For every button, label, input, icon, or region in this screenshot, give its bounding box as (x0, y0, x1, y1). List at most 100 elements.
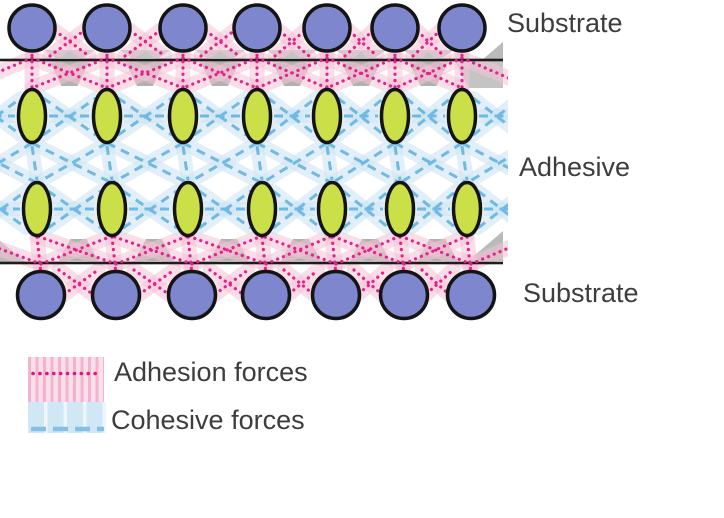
adhesion-force-line (181, 56, 259, 90)
adhesion-force-line (132, 268, 176, 300)
adhesion-force-line (39, 234, 114, 266)
adhesive-molecule-row1 (241, 87, 273, 145)
force-glow-layer (0, 19, 508, 306)
adhesive-molecule-row1 (167, 87, 199, 145)
cohesive-force-line (337, 96, 385, 137)
adhesive-molecule-row2 (21, 180, 53, 238)
substrate-molecule-bottom (90, 269, 142, 321)
substrate-molecule-top (7, 3, 57, 53)
adhesion-force-line (330, 234, 406, 266)
adhesion-force-line (57, 268, 100, 300)
cohesive-force-line (399, 141, 463, 185)
label-substrate-top: Substrate (507, 8, 623, 38)
cohesive-force-line (267, 96, 317, 137)
cohesive-force-line (111, 141, 184, 185)
adhesion-force-line (114, 234, 190, 266)
cohesive-force-glow (0, 155, 44, 190)
cohesive-force-line (0, 96, 22, 116)
substrate-molecule-bottom (15, 269, 67, 321)
adhesion-force-line (30, 56, 109, 90)
cohesive-force-line (117, 96, 173, 137)
cohesive-force-line (0, 117, 22, 137)
cohesive-force-line (42, 96, 97, 137)
cohesive-force-line (394, 141, 468, 185)
cohesive-force-line (405, 96, 452, 137)
substrate-molecule-top (232, 3, 282, 53)
adhesive-molecule-row2 (451, 180, 483, 238)
label-substrate-bottom: Substrate (523, 278, 639, 308)
cohesive-force-line (105, 145, 114, 181)
adhesion-force-line (35, 234, 118, 266)
cohesive-force-line (30, 145, 39, 181)
adhesion-force-line (105, 56, 185, 90)
adhesion-force-line (255, 56, 329, 90)
adhesion-force-line (352, 268, 388, 300)
adhesion-force-line (0, 56, 34, 74)
cohesive-force-line (393, 145, 402, 181)
adhesion-force-line (393, 56, 464, 90)
adhesion-force-line (334, 234, 402, 266)
adhesion-force-line (186, 235, 194, 276)
adhesion-force-line (123, 25, 167, 58)
adhesive-molecule-row2 (384, 180, 416, 238)
substrate-molecule-top (437, 3, 487, 53)
substrate-molecule-bottom (378, 269, 430, 321)
cohesive-force-line (193, 96, 247, 137)
cohesive-force-line (0, 189, 27, 213)
cohesive-force-line (272, 189, 322, 230)
adhesive-molecule-row1 (311, 87, 343, 145)
cohesive-force-line (410, 189, 457, 230)
substrate-molecule-top (82, 3, 132, 53)
cohesive-force-line (181, 145, 190, 181)
substrate-surface-line-bottom (0, 261, 503, 265)
cohesive-force-line (187, 141, 258, 185)
substrate-molecule-top (158, 3, 208, 53)
force-lines-layer (0, 25, 508, 300)
adhesive-molecule-row2 (96, 180, 128, 238)
adhesion-force-line (105, 56, 185, 90)
adhesion-force-line (35, 235, 43, 276)
cohesive-force-line (460, 145, 469, 181)
adhesion-force-line (402, 234, 469, 266)
cohesive-force-line (410, 189, 457, 230)
adhesive-molecule-row2 (316, 180, 348, 238)
substrate-molecule-bottom (310, 269, 362, 321)
adhesion-force-line (110, 234, 194, 266)
adhesion-force-line (398, 235, 406, 276)
cohesive-force-line (272, 189, 322, 230)
cohesive-force-line (325, 145, 334, 181)
substrate-gray-patch (482, 42, 503, 60)
adhesive-molecule-row1 (446, 87, 478, 145)
adhesive-molecule-row1 (379, 87, 411, 145)
adhesion-force-line (343, 25, 379, 58)
cohesive-force-line (47, 189, 102, 230)
adhesion-force-line (264, 234, 334, 266)
cohesive-force-line (466, 156, 508, 185)
adhesion-force-line (325, 56, 397, 90)
adhesion-force-line (465, 235, 473, 276)
cohesive-force-line (342, 189, 390, 230)
adhesion-force-line (48, 25, 91, 58)
adhesion-force-line (469, 246, 508, 266)
adhesion-force-line (0, 247, 43, 266)
cohesive-force-line (267, 96, 317, 137)
adhesion-force-line (181, 56, 259, 90)
cohesive-force-line (342, 189, 390, 230)
adhesion-force-line (30, 56, 109, 90)
adhesion-force-line (411, 25, 446, 58)
substrate-molecule-bottom (445, 269, 497, 321)
adhesive-molecule-row2 (246, 180, 278, 238)
cohesive-force-line (122, 189, 178, 230)
adhesion-force-line (199, 25, 241, 58)
adhesion-force-line (398, 234, 473, 266)
substrate-molecule-bottom (166, 269, 218, 321)
cohesive-force-line (255, 145, 264, 181)
adhesion-force-line (460, 56, 508, 80)
cohesive-force-line (36, 141, 108, 185)
cohesive-force-line (198, 189, 252, 230)
adhesive-molecule-row1 (91, 87, 123, 145)
molecules-layer (7, 3, 497, 321)
cohesive-force-line (261, 141, 328, 185)
